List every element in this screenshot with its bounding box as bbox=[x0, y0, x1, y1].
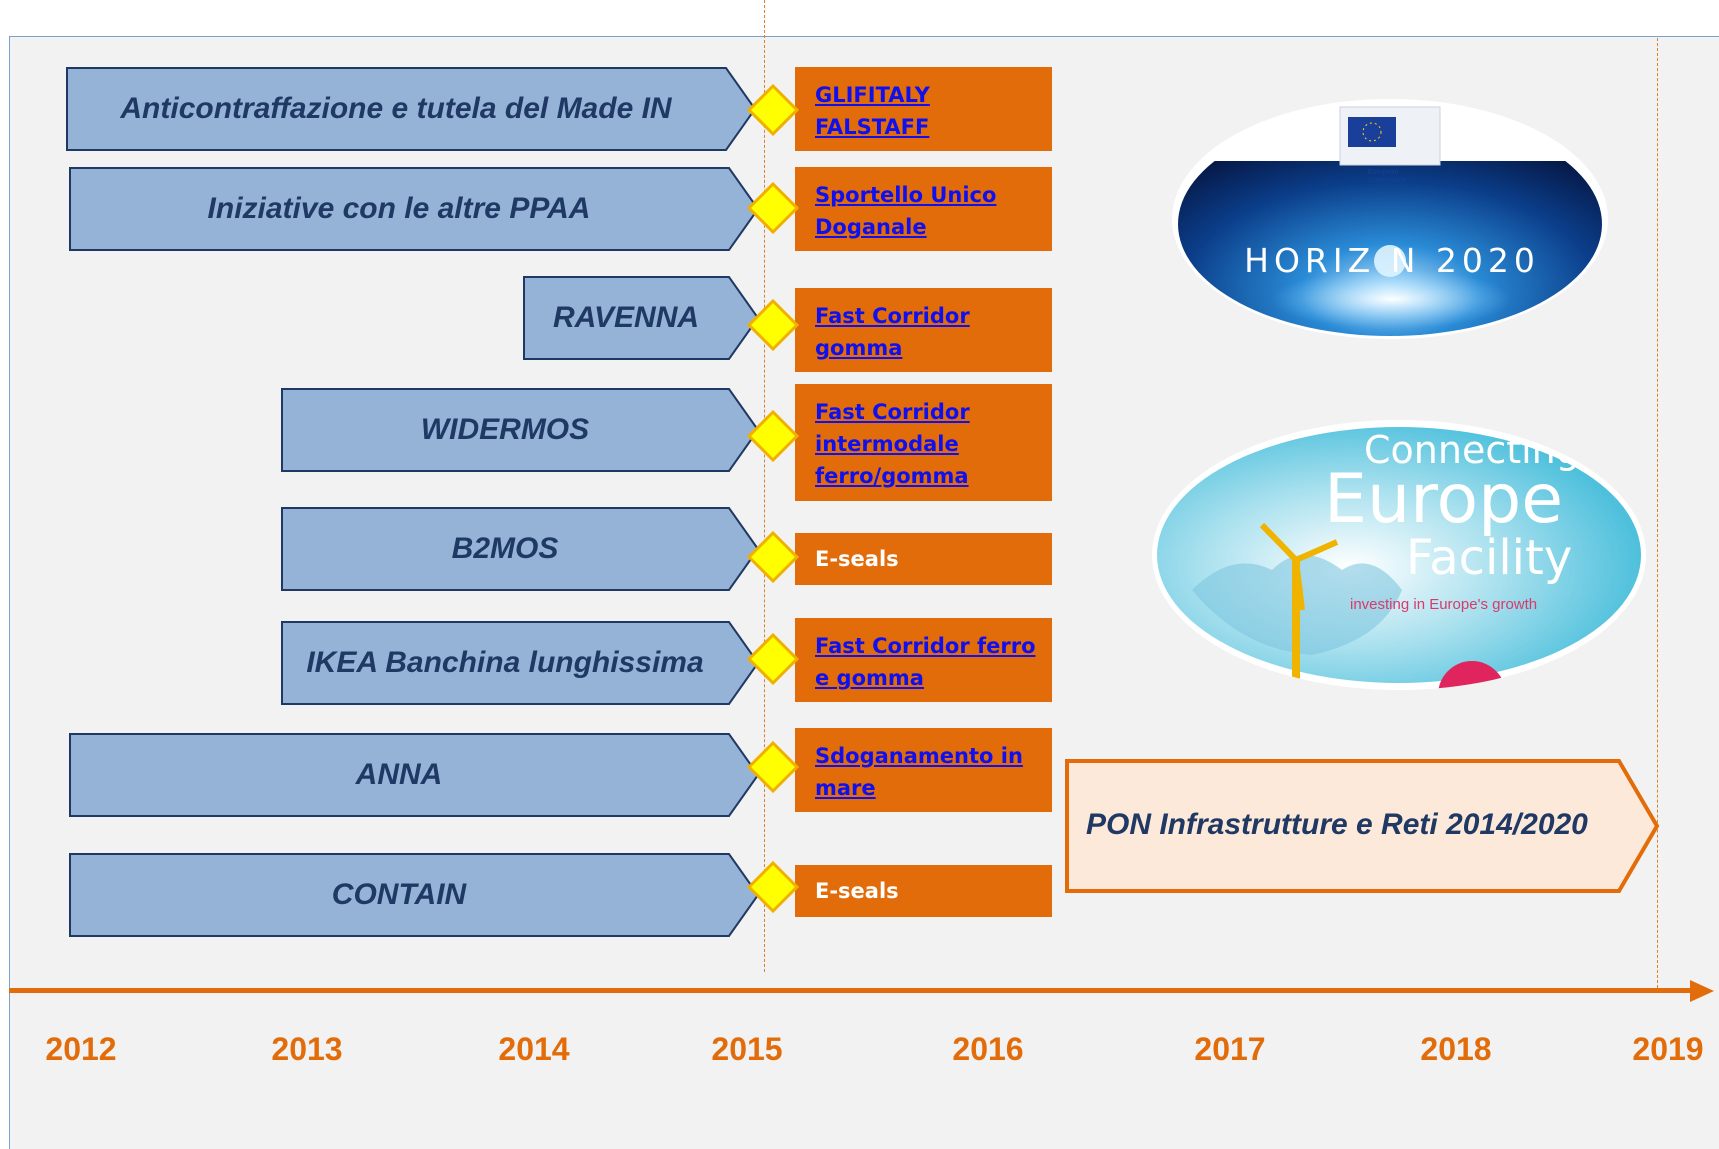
project-arrow: Anticontraffazione e tutela del Made IN bbox=[66, 67, 757, 151]
project-arrow-shape bbox=[69, 167, 760, 251]
project-arrow: CONTAIN bbox=[69, 853, 760, 937]
pon-label: PON Infrastrutture e Reti 2014/2020 bbox=[1086, 808, 1588, 841]
outcome-box: E-seals bbox=[795, 533, 1052, 585]
outcome-link[interactable]: FALSTAFF bbox=[815, 115, 930, 139]
outcome-link[interactable]: Doganale bbox=[815, 215, 927, 239]
project-arrow-shape bbox=[281, 507, 760, 591]
year-label: 2018 bbox=[1420, 1031, 1492, 1067]
year-label: 2014 bbox=[498, 1031, 570, 1067]
project-arrow-shape bbox=[69, 853, 760, 937]
outcome-link[interactable]: e gomma bbox=[815, 666, 924, 690]
pon-arrow bbox=[1065, 759, 1660, 893]
year-label: 2017 bbox=[1194, 1031, 1266, 1067]
outcome-link[interactable]: GLIFITALY bbox=[815, 83, 930, 107]
cef-graphic bbox=[1152, 420, 1646, 690]
outcome-box: E-seals bbox=[795, 865, 1052, 917]
milestone-diamond-icon bbox=[746, 298, 800, 352]
cef-line2: Europe bbox=[1324, 460, 1564, 539]
project-label: CONTAIN bbox=[331, 878, 467, 911]
year-label: 2019 bbox=[1632, 1031, 1704, 1067]
outcome-link[interactable]: intermodale bbox=[815, 432, 959, 456]
outcome-link[interactable]: Fast Corridor ferro bbox=[815, 634, 1036, 658]
cef-tagline: investing in Europe's growth bbox=[1350, 596, 1538, 613]
project-label: Anticontraffazione e tutela del Made IN bbox=[120, 92, 672, 125]
year-label: 2015 bbox=[711, 1031, 783, 1067]
horizon-2020-logo: HORIZ N 2020 European Commission bbox=[1172, 99, 1608, 339]
project-arrow: RAVENNA bbox=[523, 276, 760, 360]
year-label: 2013 bbox=[271, 1031, 343, 1067]
outcome-link[interactable]: ferro/gomma bbox=[815, 464, 969, 488]
project-label: Iniziative con le altre PPAA bbox=[207, 192, 591, 225]
year-label: 2012 bbox=[45, 1031, 117, 1067]
timeline-axis bbox=[9, 988, 1694, 993]
timeline-arrowhead bbox=[1690, 980, 1714, 1002]
horizon-2020-text: HORIZ N 2020 bbox=[1244, 241, 1540, 280]
outcome-text: E-seals bbox=[815, 547, 899, 571]
outcome-link[interactable]: Fast Corridor bbox=[815, 400, 970, 424]
outcome-link[interactable]: Fast Corridor bbox=[815, 304, 970, 328]
project-label: WIDERMOS bbox=[420, 413, 590, 446]
project-arrow-shape bbox=[66, 67, 757, 151]
horizon-commission-label: European Commission bbox=[1368, 169, 1407, 184]
project-label: B2MOS bbox=[451, 532, 559, 565]
project-arrow: WIDERMOS bbox=[281, 388, 760, 472]
project-label: RAVENNA bbox=[552, 301, 700, 334]
milestone-diamond-icon bbox=[746, 860, 800, 914]
milestone-diamond-icon bbox=[746, 181, 800, 235]
project-label: ANNA bbox=[355, 758, 443, 791]
project-label: IKEA Banchina lunghissima bbox=[306, 646, 704, 679]
outcome-link[interactable]: gomma bbox=[815, 336, 903, 360]
connecting-europe-facility-logo: Connecting Europe Facility investing in … bbox=[1152, 420, 1646, 690]
outcome-box[interactable]: Fast Corridor gomma bbox=[795, 288, 1052, 372]
project-arrow: IKEA Banchina lunghissima bbox=[281, 621, 760, 705]
outcome-box[interactable]: Fast Corridor ferro e gomma bbox=[795, 618, 1052, 702]
project-arrow-shape bbox=[69, 733, 760, 817]
outcome-link[interactable]: Sdoganamento in bbox=[815, 744, 1023, 768]
outcome-text: E-seals bbox=[815, 879, 899, 903]
project-arrow-shape bbox=[523, 276, 760, 360]
project-arrow-shape bbox=[281, 621, 760, 705]
outcome-box[interactable]: GLIFITALY FALSTAFF bbox=[795, 67, 1052, 151]
outcome-link[interactable]: Sportello Unico bbox=[815, 183, 997, 207]
outcome-link[interactable]: mare bbox=[815, 776, 876, 800]
milestone-diamond-icon bbox=[746, 740, 800, 794]
cef-line1: Connecting bbox=[1364, 428, 1580, 472]
project-arrow: B2MOS bbox=[281, 507, 760, 591]
milestone-diamond-icon bbox=[746, 632, 800, 686]
outcome-box[interactable]: Sdoganamento in mare bbox=[795, 728, 1052, 812]
outcome-box[interactable]: Fast Corridor intermodale ferro/gomma bbox=[795, 384, 1052, 501]
dashed-line-2015 bbox=[764, 0, 765, 972]
project-arrow: Iniziative con le altre PPAA bbox=[69, 167, 760, 251]
horizon-2020-graphic bbox=[1172, 99, 1608, 339]
milestone-diamond-icon bbox=[746, 530, 800, 584]
year-label: 2016 bbox=[952, 1031, 1024, 1067]
project-arrow-shape bbox=[281, 388, 760, 472]
project-arrow: ANNA bbox=[69, 733, 760, 817]
milestone-diamond-icon bbox=[746, 409, 800, 463]
dashed-line-2019 bbox=[1657, 38, 1658, 988]
milestone-diamond-icon bbox=[746, 83, 800, 137]
cef-line3: Facility bbox=[1406, 530, 1573, 586]
